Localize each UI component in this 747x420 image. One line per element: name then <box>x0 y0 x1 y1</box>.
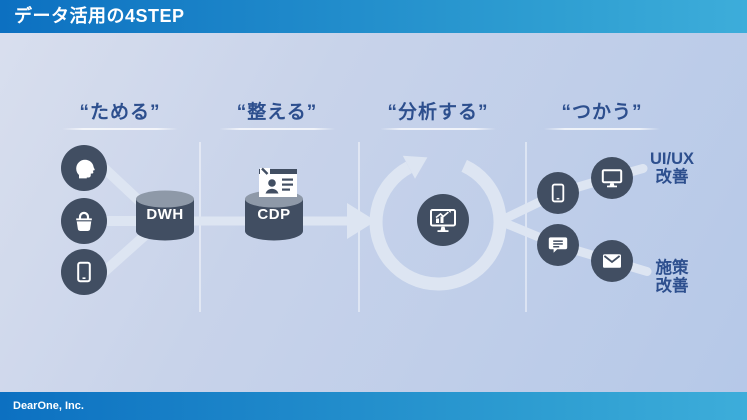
step-label-tameru: “ためる” <box>79 102 161 123</box>
outcome-line: UI/UX <box>649 150 694 168</box>
outcome-line: 施策 <box>655 259 689 277</box>
output-node-app <box>537 172 579 214</box>
company-name: DearOne, Inc. <box>13 400 84 412</box>
mail-icon <box>600 249 624 273</box>
analytics-monitor-icon <box>428 205 458 235</box>
smartphone-icon <box>547 182 569 204</box>
outcome-line: 改善 <box>655 168 689 187</box>
id-card-icon <box>256 164 300 205</box>
step-label-totonoeru: “整える” <box>236 102 318 123</box>
dwh-cylinder: DWH <box>136 190 194 242</box>
smartphone-icon <box>72 260 96 284</box>
source-node-mobile <box>61 249 107 295</box>
outcome-sesaku: 施策 改善 <box>628 259 716 296</box>
source-node-customer <box>61 145 107 191</box>
source-node-purchase <box>61 198 107 244</box>
output-node-web <box>591 157 633 199</box>
step-underline <box>62 128 178 130</box>
step-underline <box>380 128 496 130</box>
database-icon <box>136 190 194 241</box>
analysis-node <box>417 194 469 246</box>
step-label-tsukau: “つかう” <box>561 102 643 123</box>
chat-bubble-icon <box>546 233 570 257</box>
section-divider <box>199 142 201 312</box>
header-bar: データ活用の4STEP <box>0 0 747 33</box>
step-underline <box>544 128 660 130</box>
page-title: データ活用の4STEP <box>14 6 185 26</box>
person-icon <box>71 155 97 181</box>
cycle-arrow-head <box>402 155 428 179</box>
monitor-icon <box>600 166 624 190</box>
step-underline <box>219 128 335 130</box>
arrow-head-right <box>347 203 376 239</box>
output-node-message <box>537 224 579 266</box>
outcome-line: 改善 <box>655 277 689 296</box>
dwh-label: DWH <box>146 206 184 223</box>
output-node-mail <box>591 240 633 282</box>
cdp-label: CDP <box>257 206 291 223</box>
step-label-bunseki: “分析する” <box>387 102 489 123</box>
shopping-bag-icon <box>71 208 97 234</box>
outcome-uiux: UI/UX 改善 <box>628 150 716 187</box>
footer-bar: DearOne, Inc. <box>0 392 747 420</box>
